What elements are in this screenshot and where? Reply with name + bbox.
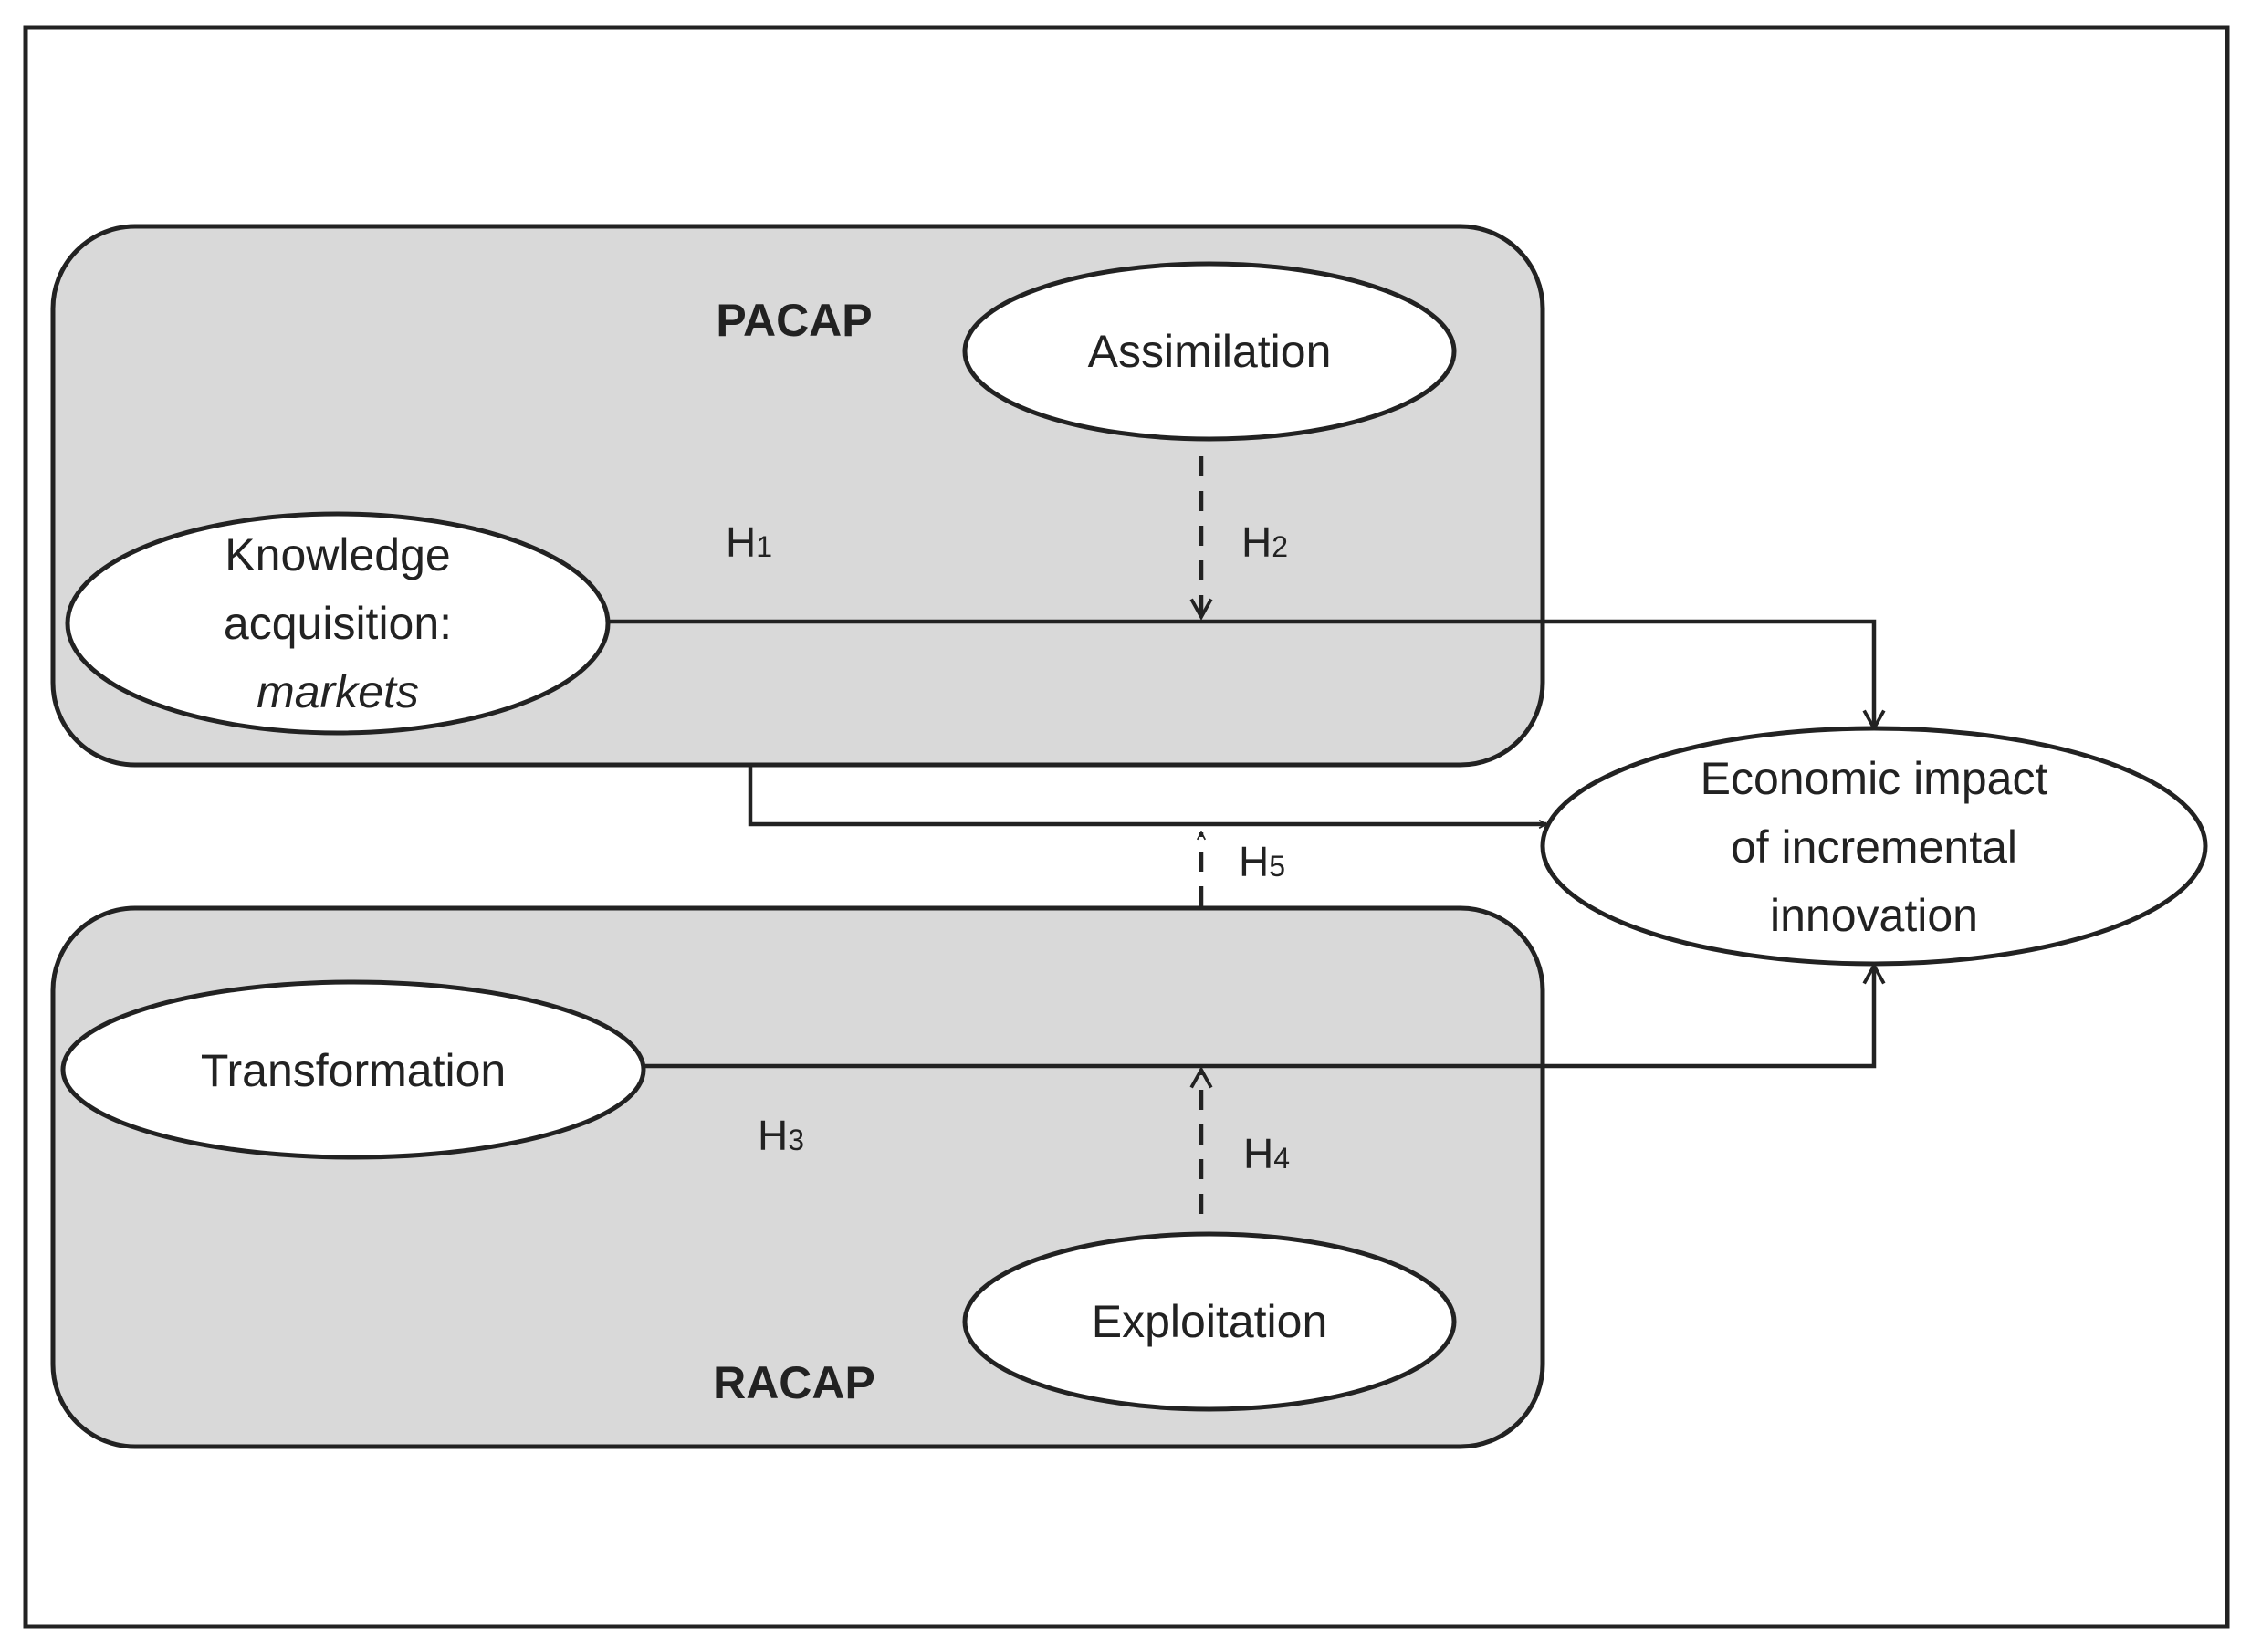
- economic-impact-node: Economic impact of incremental innovatio…: [1540, 726, 2208, 967]
- transformation-node: Transformation: [60, 979, 646, 1160]
- h1-path-arrow: [602, 619, 1886, 732]
- pacap-label: PACAP: [716, 295, 872, 346]
- knowledge-acquisition-line2: acquisition:: [224, 598, 452, 649]
- pacap-to-impact-arrow: [748, 767, 1544, 827]
- h2-label: H2: [1241, 518, 1288, 566]
- h3-path-arrow: [639, 962, 1886, 1069]
- racap-label: RACAP: [713, 1357, 875, 1408]
- h1-label: H1: [726, 518, 772, 566]
- h4-label: H4: [1243, 1130, 1290, 1177]
- exploitation-node: Exploitation: [962, 1231, 1457, 1412]
- assimilation-node: Assimilation: [962, 261, 1457, 442]
- economic-impact-line1: Economic impact: [1701, 753, 2048, 804]
- h3-label: H3: [758, 1112, 804, 1159]
- knowledge-acquisition-line3: markets: [257, 666, 419, 717]
- economic-impact-line3: innovation: [1770, 890, 1978, 941]
- assimilation-label: Assimilation: [1088, 326, 1332, 377]
- transformation-label: Transformation: [201, 1045, 506, 1096]
- exploitation-label: Exploitation: [1092, 1296, 1328, 1347]
- h5-label: H5: [1239, 838, 1285, 885]
- knowledge-acquisition-node: Knowledge acquisition: markets: [65, 511, 611, 736]
- knowledge-acquisition-line1: Knowledge: [225, 529, 450, 580]
- economic-impact-line2: of incremental: [1731, 821, 2017, 873]
